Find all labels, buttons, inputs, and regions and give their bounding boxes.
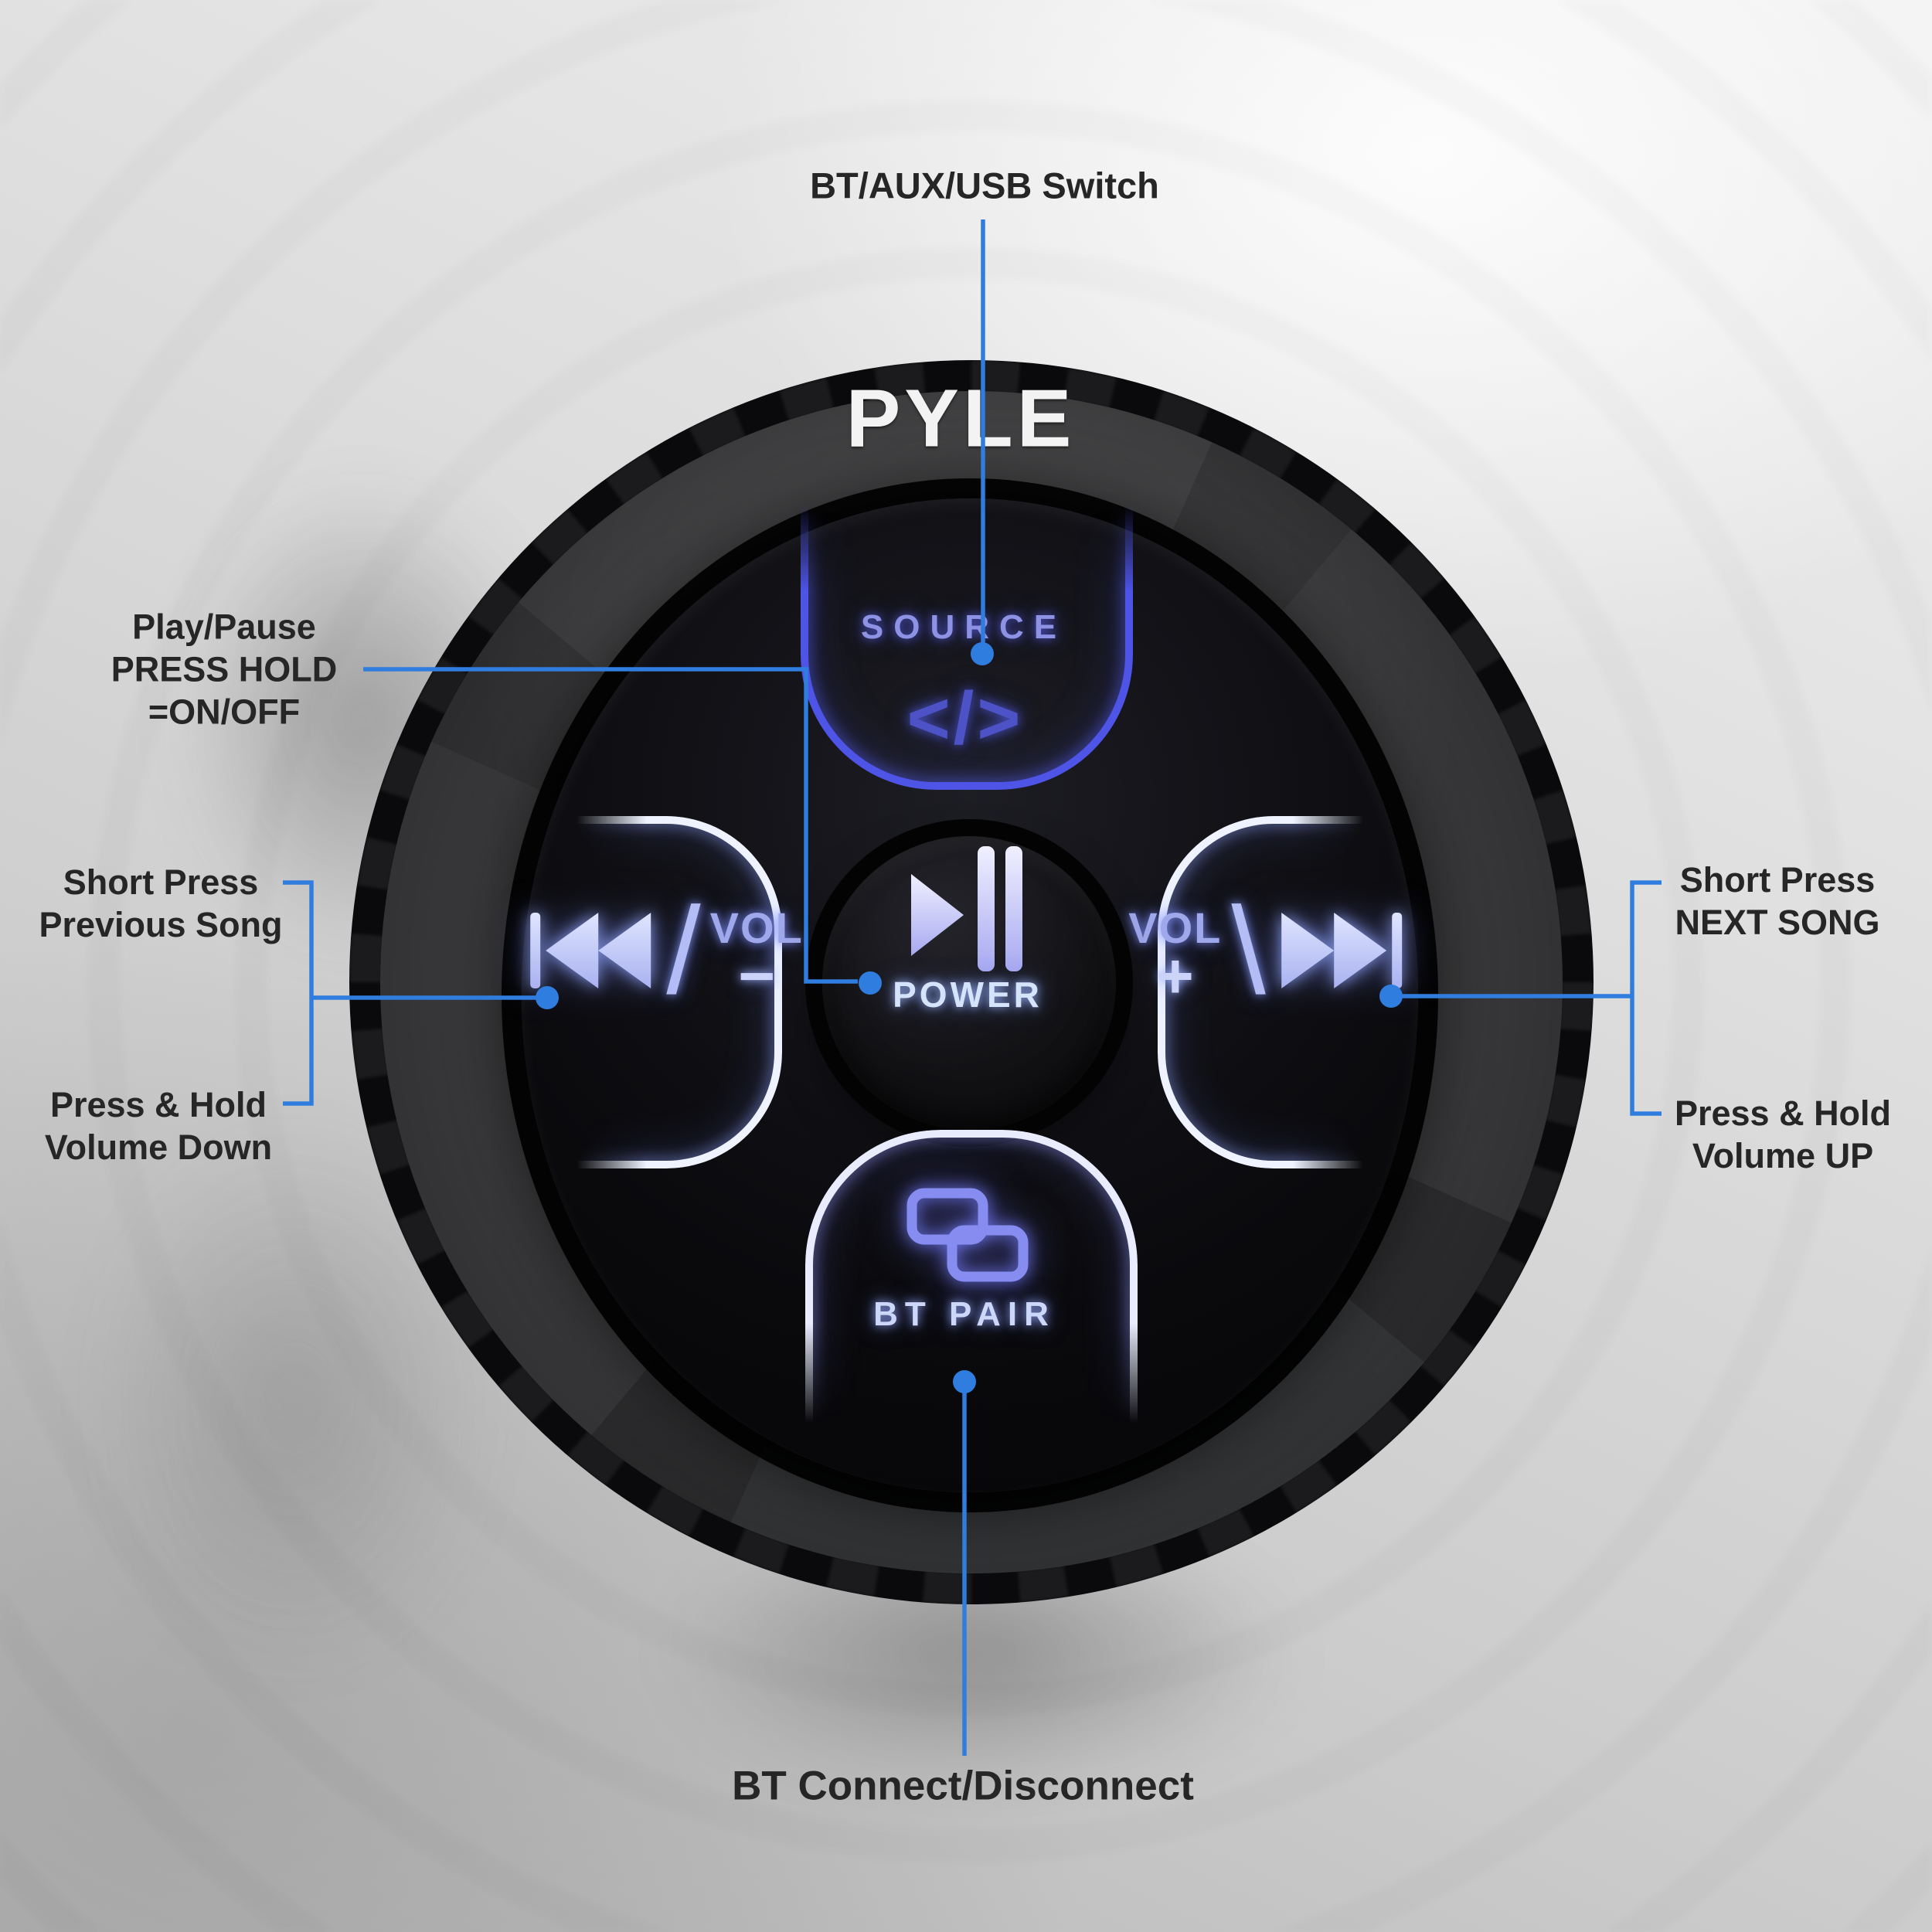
separator-slash: /	[666, 881, 701, 1019]
callout-dot-power	[859, 971, 882, 995]
power-label: POWER	[893, 975, 1043, 1015]
next-volume-up-button[interactable]	[1158, 816, 1363, 1168]
plus-sign: +	[1156, 940, 1194, 1012]
callout-line-power	[363, 667, 858, 984]
source-button[interactable]	[801, 505, 1133, 790]
label-line: Volume UP	[1692, 1136, 1874, 1175]
brand-logo: PYLE	[845, 372, 1076, 464]
label-line: Short Press	[1679, 860, 1876, 900]
vol-text: VOL	[1128, 903, 1223, 952]
callout-line-next	[1630, 880, 1662, 1116]
separator-backslash: \	[1231, 881, 1266, 1019]
previous-track-icon	[530, 913, 651, 988]
callout-dot-next	[1379, 985, 1403, 1008]
code-brackets-icon: </>	[906, 677, 1024, 760]
label-previous-song: Short Press Previous Song	[39, 861, 282, 946]
minus-sign: −	[738, 940, 776, 1012]
source-label: SOURCE	[860, 608, 1067, 646]
label-line: NEXT SONG	[1675, 903, 1880, 942]
label-line: Short Press	[63, 862, 259, 902]
label-play-pause: Play/Pause PRESS HOLD =ON/OFF	[111, 606, 338, 733]
label-line: Press & Hold	[49, 1085, 267, 1124]
label-line: Volume Down	[44, 1128, 273, 1167]
next-track-icon	[1281, 913, 1402, 988]
bt-pair-label: BT PAIR	[873, 1295, 1056, 1333]
volume-down-stack: VOL −	[709, 903, 804, 1012]
callout-dot-previous	[536, 986, 559, 1009]
label-source-switch: BT/AUX/USB Switch	[810, 165, 1159, 206]
label-volume-down: Press & Hold Volume Down	[45, 1083, 272, 1168]
label-line: Press & Hold	[1674, 1094, 1892, 1133]
previous-volume-down-glyphs: / VOL −	[529, 881, 804, 1019]
callout-line-previous	[283, 880, 314, 1106]
next-volume-up-glyphs: VOL + \	[1128, 881, 1403, 1019]
label-bt-connect: BT Connect/Disconnect	[732, 1763, 1194, 1809]
label-next-song: Short Press NEXT SONG	[1675, 859, 1879, 944]
label-line: PRESS HOLD	[111, 649, 338, 689]
label-line: Previous Song	[39, 905, 283, 944]
previous-volume-down-button[interactable]	[577, 816, 782, 1168]
play-pause-icon	[911, 846, 1022, 971]
callout-dot-bt	[953, 1370, 976, 1393]
label-volume-up: Press & Hold Volume UP	[1675, 1092, 1891, 1177]
vol-text: VOL	[709, 903, 804, 952]
volume-up-stack: VOL +	[1128, 903, 1223, 1012]
label-line: Play/Pause	[132, 607, 316, 647]
link-chain-icon	[906, 1188, 1029, 1282]
bt-pair-button[interactable]	[805, 1130, 1138, 1423]
label-line: =ON/OFF	[148, 692, 301, 732]
callout-dot-source	[971, 642, 994, 665]
